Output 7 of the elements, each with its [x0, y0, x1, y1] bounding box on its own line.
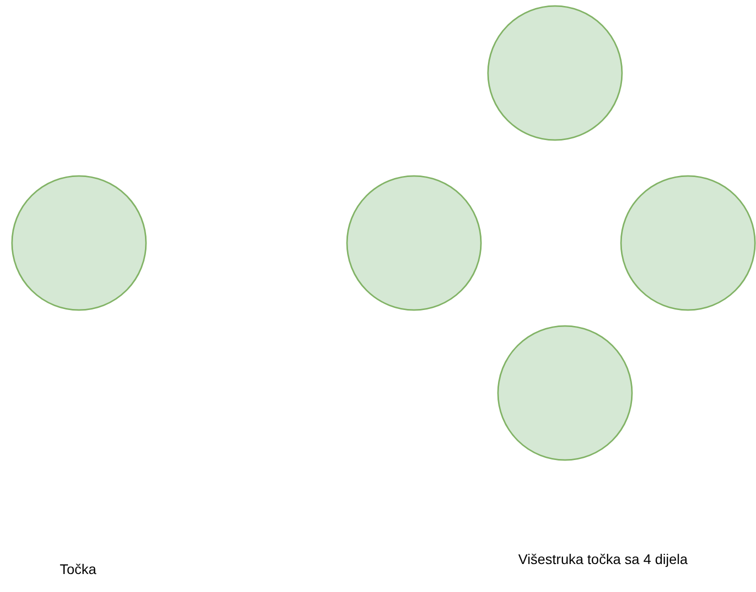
circle: [620, 175, 756, 311]
circle: [11, 175, 147, 311]
text-label: Višestruka točka sa 4 dijela: [517, 550, 689, 569]
circle: [497, 325, 633, 461]
circle: [487, 5, 623, 141]
circle: [346, 175, 482, 311]
text-label: Točka: [58, 560, 98, 579]
